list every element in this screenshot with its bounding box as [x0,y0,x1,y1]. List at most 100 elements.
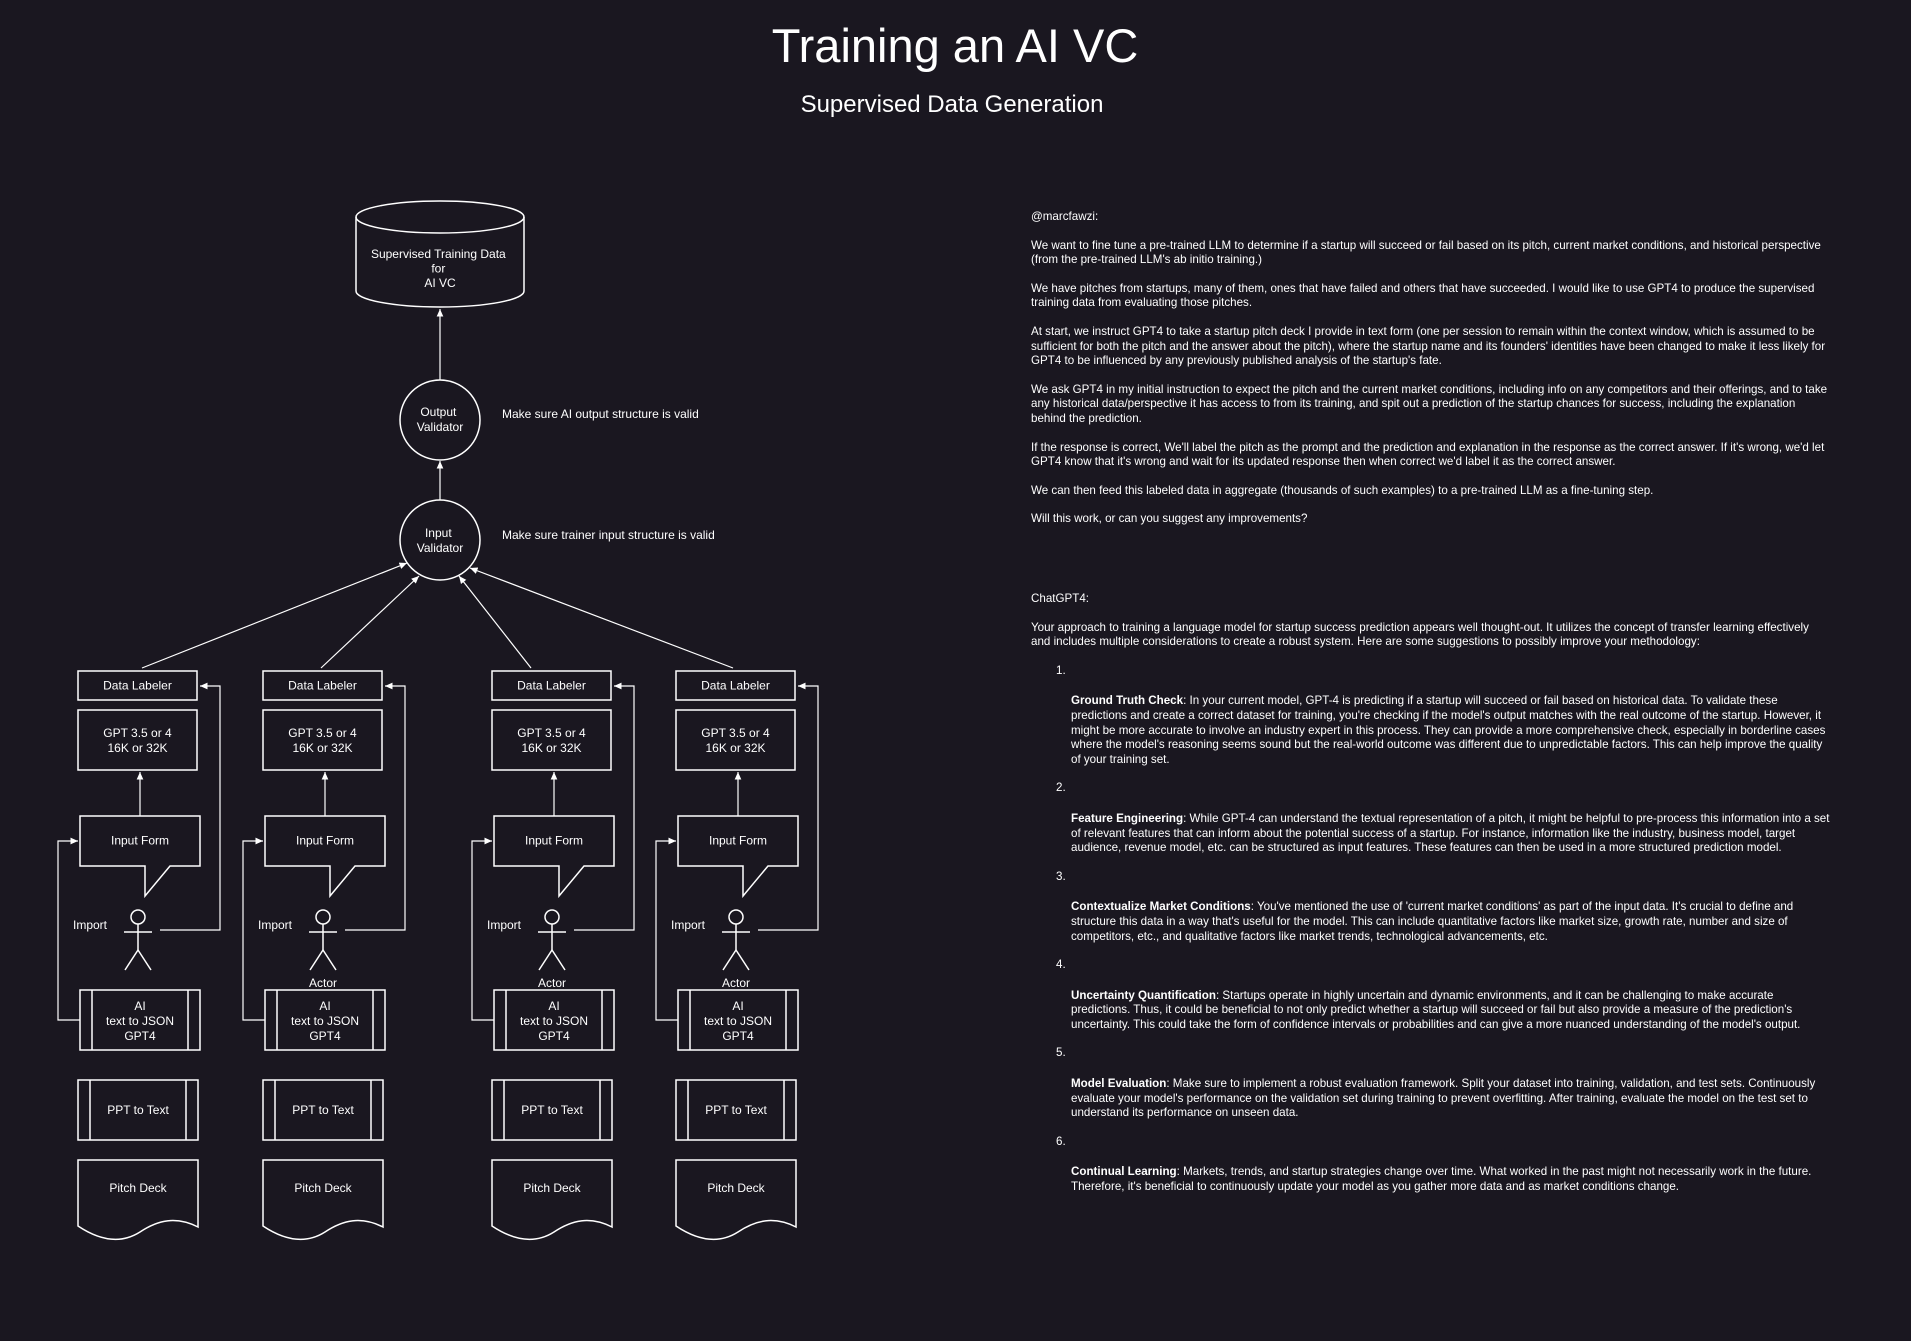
suggestion-item: 4. Uncertainty Quantification: Startups … [1031,958,1831,1032]
suggestion-text: : Markets, trends, and startup strategie… [1071,1165,1812,1194]
llm-box [675,709,796,771]
labeler-4-to-validator-arrow [469,567,734,669]
ppt-to-text-box [262,1079,384,1141]
data-labeler-label: Data Labeler [288,679,357,693]
import-arrow [655,837,678,1021]
pitch-deck-label: Pitch Deck [109,1181,167,1195]
input-form-callout [79,815,201,899]
actor-icon [309,909,337,971]
output-validator: Output Validator [399,379,481,461]
user-paragraph: At start, we instruct GPT4 to take a sta… [1031,324,1826,368]
suggestion-title: Uncertainty Quantification [1071,988,1216,1002]
pitch-deck-document [491,1159,613,1241]
labeler-2-to-validator-arrow [320,575,420,669]
data-labeler-box [491,670,612,701]
pitch-deck-document [262,1159,384,1241]
actor-to-labeler-arrow [574,682,635,931]
llm-box [491,709,612,771]
training-data-database: Supervised Training Data for AI VC [355,200,525,308]
import-arrow [471,837,494,1021]
ppt-to-text-label: PPT to Text [521,1103,583,1117]
ppt-to-text-label: PPT to Text [292,1103,354,1117]
suggestion-number: 5. [1056,1046,1066,1060]
import-arrow [57,837,80,1021]
input-validator-note: Make sure trainer input structure is val… [502,528,715,542]
suggestion-title: Continual Learning [1071,1165,1177,1179]
suggestion-item: 3. Contextualize Market Conditions: You'… [1031,870,1831,944]
suggestion-item: 1. Ground Truth Check: In your current m… [1031,664,1831,768]
actor-to-labeler-arrow [345,682,406,931]
pitch-deck-document [77,1159,199,1241]
suggestion-item: 5. Model Evaluation: Make sure to implem… [1031,1046,1831,1120]
input-form-callout [677,815,799,899]
suggestion-title: Ground Truth Check [1071,694,1184,708]
output-validator-note: Make sure AI output structure is valid [502,407,699,421]
actor-label: Actor [722,976,750,990]
import-arrow [242,837,265,1021]
llm-box [77,709,198,771]
actor-icon [722,909,750,971]
user-paragraph: We can then feed this labeled data in ag… [1031,483,1654,497]
user-paragraph: We want to fine tune a pre-trained LLM t… [1031,238,1821,267]
data-labeler-label: Data Labeler [517,679,586,693]
suggestion-title: Contextualize Market Conditions [1071,900,1251,914]
database-label: Supervised Training Data for AI VC [371,247,509,290]
suggestion-number: 2. [1056,781,1066,795]
data-labeler-box [77,670,198,701]
ppt-to-text-box [77,1079,199,1141]
input-form-label: Input Form [709,834,767,848]
actor-icon [124,909,152,971]
import-label: Import [258,918,293,932]
user-paragraph: If the response is correct, We'll label … [1031,440,1825,469]
labeler-3-to-validator-arrow [458,575,532,669]
actor-label: Actor [538,976,566,990]
suggestion-item: 6. Continual Learning: Markets, trends, … [1031,1135,1831,1195]
suggestion-text: : While GPT-4 can understand the textual… [1071,811,1830,855]
assistant-response: ChatGPT4: Your approach to training a la… [1031,592,1831,1195]
suggestion-number: 4. [1056,958,1066,972]
data-labeler-box [675,670,796,701]
input-validator-label: Input Validator [417,526,463,555]
suggestion-text: : Make sure to implement a robust evalua… [1071,1077,1816,1120]
labeler-1-to-validator-arrow [141,562,408,669]
import-label: Import [671,918,706,932]
actor-label: Actor [309,976,337,990]
conversation-panel: @marcfawzi: We want to fine tune a pre-t… [1031,210,1831,1193]
input-form-callout [493,815,615,899]
import-label: Import [73,918,108,932]
suggestion-title: Model Evaluation [1071,1077,1167,1091]
suggestion-number: 3. [1056,869,1066,883]
user-paragraph: We have pitches from startups, many of t… [1031,281,1815,310]
llm-box [262,709,383,771]
ppt-to-text-label: PPT to Text [107,1103,169,1117]
suggestion-title: Feature Engineering [1071,811,1184,825]
input-form-callout [264,815,386,899]
ppt-to-text-box [675,1079,797,1141]
suggestion-list: 1. Ground Truth Check: In your current m… [1031,664,1831,1195]
input-form-label: Input Form [525,834,583,848]
input-form-label: Input Form [296,834,354,848]
output-validator-label: Output Validator [417,405,463,434]
assistant-handle: ChatGPT4: [1031,592,1089,605]
user-paragraph: Will this work, or can you suggest any i… [1031,512,1308,526]
pitch-deck-document [675,1159,797,1241]
pitch-deck-label: Pitch Deck [523,1181,581,1195]
pitch-deck-label: Pitch Deck [707,1181,765,1195]
actor-icon [538,909,566,971]
suggestion-text: : Startups operate in highly uncertain a… [1071,988,1801,1031]
user-paragraph: We ask GPT4 in my initial instruction to… [1031,382,1828,425]
data-labeler-label: Data Labeler [701,679,770,693]
page-title: Training an AI VC [772,19,1139,72]
